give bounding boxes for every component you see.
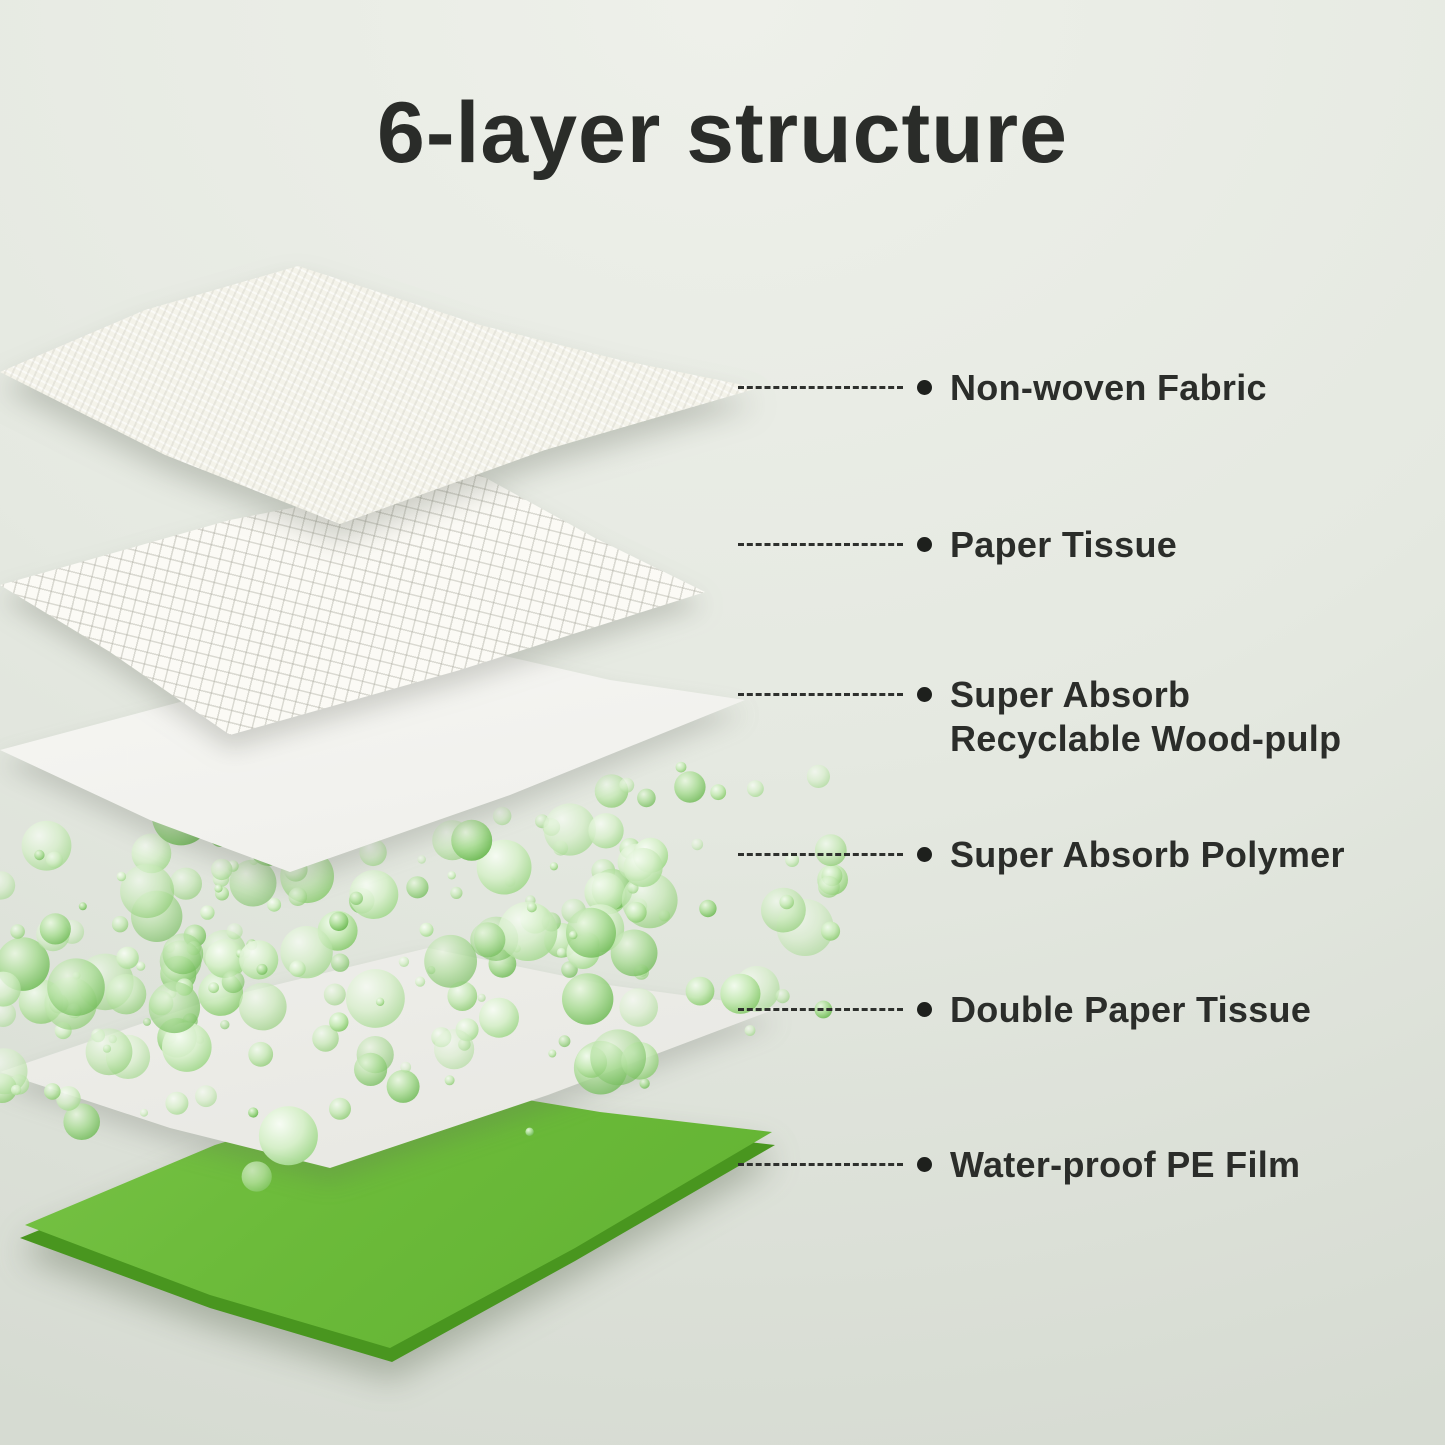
- bullet-dot: [917, 1157, 932, 1172]
- leader-line: [738, 543, 903, 546]
- label-row-wood-pulp: Super Absorb Recyclable Wood-pulp: [738, 673, 1341, 761]
- label-row-pe-film: Water-proof PE Film: [738, 1143, 1300, 1187]
- label-row-paper-tissue: Paper Tissue: [738, 523, 1177, 567]
- label-row-double-tissue: Double Paper Tissue: [738, 988, 1311, 1032]
- leader-line: [738, 693, 903, 696]
- leader-line: [738, 853, 903, 856]
- bullet-dot: [917, 1002, 932, 1017]
- bullet-dot: [917, 847, 932, 862]
- leader-line: [738, 386, 903, 389]
- page-title: 6-layer structure: [377, 85, 1068, 181]
- layer-label: Super Absorb Polymer: [950, 834, 1345, 875]
- leader-line: [738, 1163, 903, 1166]
- layer-label: Water-proof PE Film: [950, 1144, 1301, 1185]
- bullet-dot: [917, 537, 932, 552]
- layer-label: Super Absorb Recyclable Wood-pulp: [950, 674, 1342, 759]
- label-row-polymer: Super Absorb Polymer: [738, 833, 1345, 877]
- layer-label: Paper Tissue: [950, 524, 1178, 565]
- label-row-non-woven-fabric: Non-woven Fabric: [738, 366, 1267, 410]
- bullet-dot: [917, 687, 932, 702]
- layer-label: Double Paper Tissue: [950, 989, 1312, 1030]
- layer-label: Non-woven Fabric: [950, 367, 1267, 408]
- leader-line: [738, 1008, 903, 1011]
- bullet-dot: [917, 380, 932, 395]
